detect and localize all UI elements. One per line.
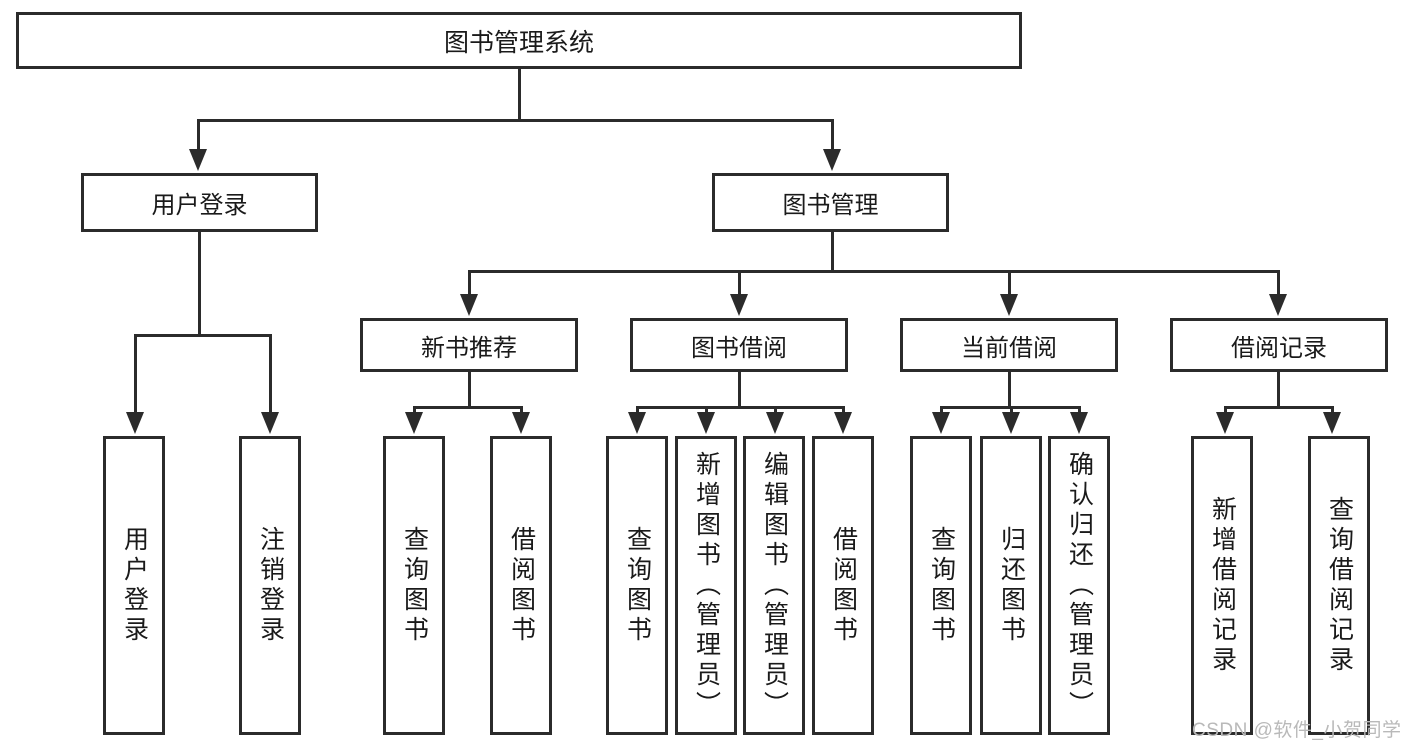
- leaf-return-book[interactable]: 归还图书: [980, 436, 1042, 735]
- leaf-logout[interactable]: 注销登录: [239, 436, 301, 735]
- edge-bm-to-book-borrow: [738, 270, 741, 296]
- leaf-label: 查询借阅记录: [1325, 495, 1354, 676]
- edge-cb-to-leaf-3: [1078, 406, 1081, 416]
- node-user-login[interactable]: 用户登录: [81, 173, 318, 232]
- leaf-borrow-book[interactable]: 借阅图书: [812, 436, 874, 735]
- arrowhead-br-leaf-1: [1216, 412, 1234, 434]
- leaf-label: 确认归还（管理员）: [1065, 450, 1094, 721]
- arrowhead-leaf-user-login: [126, 412, 144, 434]
- edge-book-borrow-stem: [738, 372, 741, 408]
- node-label: 新书推荐: [421, 334, 517, 362]
- leaf-confirm-return-admin[interactable]: 确认归还（管理员）: [1048, 436, 1110, 735]
- node-label: 当前借阅: [961, 334, 1057, 362]
- edge-nb-to-leaf-1: [413, 406, 416, 416]
- edge-bm-to-new-book: [468, 270, 471, 296]
- arrowhead-book-management: [823, 149, 841, 171]
- edge-user-login-to-leaf-2: [269, 334, 272, 414]
- edge-bm-to-borrow-record: [1277, 270, 1280, 296]
- edge-br-to-leaf-2: [1331, 406, 1334, 416]
- arrowhead-current-borrow: [1000, 294, 1018, 316]
- leaf-query-book-recommend[interactable]: 查询图书: [383, 436, 445, 735]
- edge-cb-to-leaf-2: [1010, 406, 1013, 416]
- node-new-book-recommend[interactable]: 新书推荐: [360, 318, 578, 372]
- arrowhead-new-book-recommend: [460, 294, 478, 316]
- leaf-add-borrow-record[interactable]: 新增借阅记录: [1191, 436, 1253, 735]
- edge-bb-to-leaf-2: [705, 406, 708, 416]
- node-label: 借阅记录: [1231, 334, 1327, 362]
- arrowhead-bb-leaf-2: [697, 412, 715, 434]
- node-current-borrow[interactable]: 当前借阅: [900, 318, 1118, 372]
- edge-br-to-leaf-1: [1224, 406, 1227, 416]
- node-label: 用户登录: [151, 192, 248, 219]
- node-label: 图书借阅: [691, 334, 787, 362]
- watermark-text: CSDN @软件_小贺同学: [1192, 720, 1402, 741]
- edge-root-bus: [197, 119, 834, 122]
- edge-cb-to-leaf-1: [940, 406, 943, 416]
- edge-bm-to-current-borrow: [1008, 270, 1011, 296]
- edge-root-to-book-management: [831, 119, 834, 151]
- arrowhead-cb-leaf-3: [1070, 412, 1088, 434]
- arrowhead-bb-leaf-1: [628, 412, 646, 434]
- edge-root-to-user-login: [197, 119, 200, 151]
- leaf-add-book-admin[interactable]: 新增图书（管理员）: [675, 436, 737, 735]
- arrowhead-bb-leaf-4: [834, 412, 852, 434]
- leaf-label: 借阅图书: [507, 525, 536, 646]
- node-book-borrow[interactable]: 图书借阅: [630, 318, 848, 372]
- arrowhead-leaf-logout: [261, 412, 279, 434]
- leaf-label: 编辑图书（管理员）: [760, 450, 789, 721]
- leaf-label: 借阅图书: [829, 525, 858, 646]
- edge-new-book-bus: [413, 406, 523, 409]
- leaf-label: 归还图书: [997, 525, 1026, 646]
- csdn-watermark: CSDN @软件_小贺同学: [1192, 715, 1401, 742]
- node-book-management[interactable]: 图书管理: [712, 173, 949, 232]
- edge-borrow-record-stem: [1277, 372, 1280, 408]
- leaf-label: 查询图书: [623, 525, 652, 646]
- edge-current-borrow-stem: [1008, 372, 1011, 408]
- edge-nb-to-leaf-2: [520, 406, 523, 416]
- edge-bb-to-leaf-1: [636, 406, 639, 416]
- arrowhead-br-leaf-2: [1323, 412, 1341, 434]
- edge-new-book-stem: [468, 372, 471, 408]
- edge-bb-to-leaf-3: [774, 406, 777, 416]
- edge-root-stem: [518, 69, 521, 121]
- edge-user-login-to-leaf-1: [134, 334, 137, 414]
- edge-book-management-bus: [468, 270, 1280, 273]
- leaf-label: 查询图书: [400, 525, 429, 646]
- leaf-label: 用户登录: [120, 525, 149, 646]
- arrowhead-borrow-record: [1269, 294, 1287, 316]
- arrowhead-cb-leaf-2: [1002, 412, 1020, 434]
- leaf-edit-book-admin[interactable]: 编辑图书（管理员）: [743, 436, 805, 735]
- leaf-query-borrow-record[interactable]: 查询借阅记录: [1308, 436, 1370, 735]
- edge-borrow-record-bus: [1224, 406, 1334, 409]
- arrowhead-cb-leaf-1: [932, 412, 950, 434]
- leaf-label: 新增图书（管理员）: [692, 450, 721, 721]
- arrowhead-bb-leaf-3: [766, 412, 784, 434]
- leaf-query-book-current[interactable]: 查询图书: [910, 436, 972, 735]
- arrowhead-user-login: [189, 149, 207, 171]
- leaf-borrow-book-recommend[interactable]: 借阅图书: [490, 436, 552, 735]
- arrowhead-book-borrow: [730, 294, 748, 316]
- arrowhead-nb-leaf-2: [512, 412, 530, 434]
- leaf-label: 注销登录: [256, 525, 285, 646]
- node-root-book-management-system[interactable]: 图书管理系统: [16, 12, 1022, 69]
- edge-user-login-bus: [134, 334, 272, 337]
- edge-user-login-stem: [198, 232, 201, 336]
- leaf-query-book-borrow[interactable]: 查询图书: [606, 436, 668, 735]
- edge-book-management-stem: [831, 232, 834, 272]
- leaf-label: 查询图书: [927, 525, 956, 646]
- node-label: 图书管理: [782, 192, 879, 219]
- node-borrow-record[interactable]: 借阅记录: [1170, 318, 1388, 372]
- edge-bb-to-leaf-4: [842, 406, 845, 416]
- leaf-label: 新增借阅记录: [1208, 495, 1237, 676]
- node-label: 图书管理系统: [443, 28, 594, 57]
- arrowhead-nb-leaf-1: [405, 412, 423, 434]
- edge-book-borrow-bus: [636, 406, 845, 409]
- leaf-user-login[interactable]: 用户登录: [103, 436, 165, 735]
